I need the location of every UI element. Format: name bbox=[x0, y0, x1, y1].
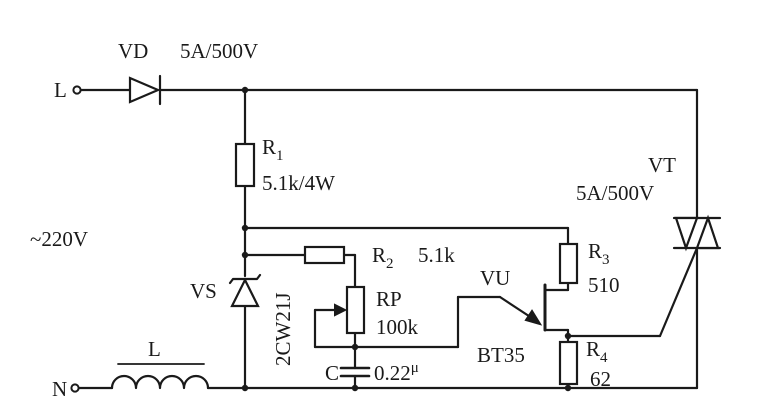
label-vt-rating: 5A/500V bbox=[576, 181, 654, 205]
label-vd-rating: 5A/500V bbox=[180, 39, 258, 63]
triac-vt bbox=[672, 214, 722, 252]
junction-nodes bbox=[241, 86, 572, 392]
label-r3-value: 510 bbox=[588, 273, 620, 297]
label-bt35: BT35 bbox=[477, 343, 525, 367]
label-vs: VS bbox=[190, 279, 217, 303]
diode-vd bbox=[128, 74, 162, 106]
label-rp: RP bbox=[376, 287, 402, 311]
terminal-n bbox=[70, 383, 80, 393]
label-vd: VD bbox=[118, 39, 148, 63]
terminal-l bbox=[72, 85, 82, 95]
labels: VD 5A/500V L N ~220V R1 5.1k/4W VT 5A/50… bbox=[30, 39, 676, 401]
zener-vs bbox=[228, 273, 262, 308]
label-r1: R1 bbox=[262, 135, 284, 164]
label-rp-value: 100k bbox=[376, 315, 419, 339]
label-r1-value: 5.1k/4W bbox=[262, 171, 335, 195]
potentiometer-rp bbox=[334, 285, 366, 335]
label-r2-value: 5.1k bbox=[418, 243, 455, 267]
label-vs-type: 2CW21J bbox=[271, 293, 295, 367]
label-n-terminal: N bbox=[52, 377, 67, 401]
inductor-l bbox=[110, 374, 210, 390]
ujt-emitter-arrow bbox=[524, 309, 543, 326]
resistor-r1 bbox=[234, 142, 256, 188]
label-vu: VU bbox=[480, 266, 510, 290]
label-r4: R4 bbox=[586, 337, 608, 366]
resistor-r2 bbox=[303, 245, 346, 265]
wires bbox=[76, 88, 699, 390]
label-cap-value: 0.22μ bbox=[374, 360, 419, 385]
label-r2: R2 bbox=[372, 243, 394, 272]
label-vt: VT bbox=[648, 153, 676, 177]
label-cap: C bbox=[325, 361, 339, 385]
capacitor-c bbox=[339, 366, 371, 378]
label-inductor: L bbox=[148, 337, 161, 361]
label-r3: R3 bbox=[588, 239, 610, 268]
label-r4-value: 62 bbox=[590, 367, 611, 391]
resistor-r4 bbox=[558, 340, 579, 386]
label-mains: ~220V bbox=[30, 227, 88, 251]
resistor-r3 bbox=[558, 242, 579, 285]
label-l-terminal: L bbox=[54, 78, 67, 102]
